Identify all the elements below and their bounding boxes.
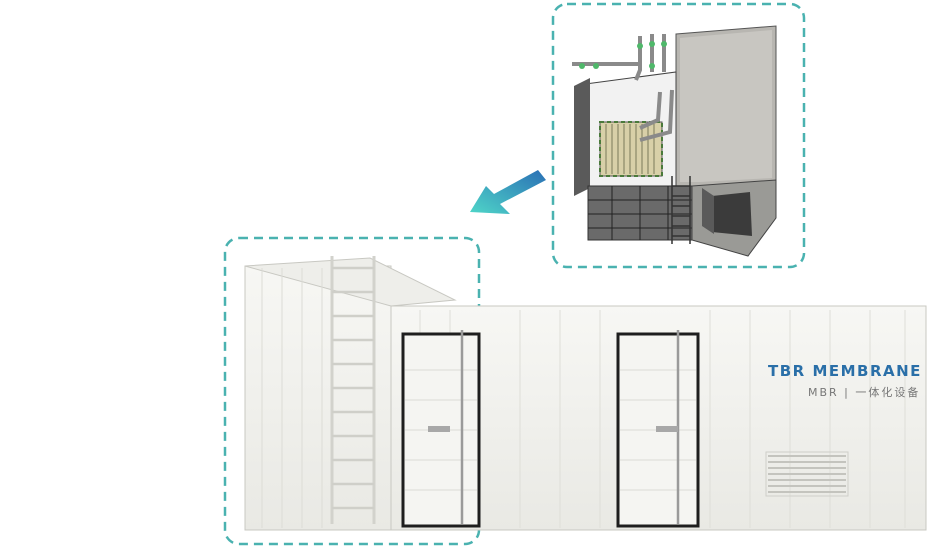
tank-dashed-frame [223, 236, 481, 546]
container-photo [244, 256, 927, 531]
brand-subtitle: MBR | 一体化设备 [808, 386, 921, 399]
vent-louver [768, 455, 846, 493]
arrow-icon [470, 170, 546, 214]
inset-dashed-frame [551, 2, 806, 269]
brand-title: TBR MEMBRANE [768, 362, 922, 380]
inset-3d-model [572, 25, 777, 257]
